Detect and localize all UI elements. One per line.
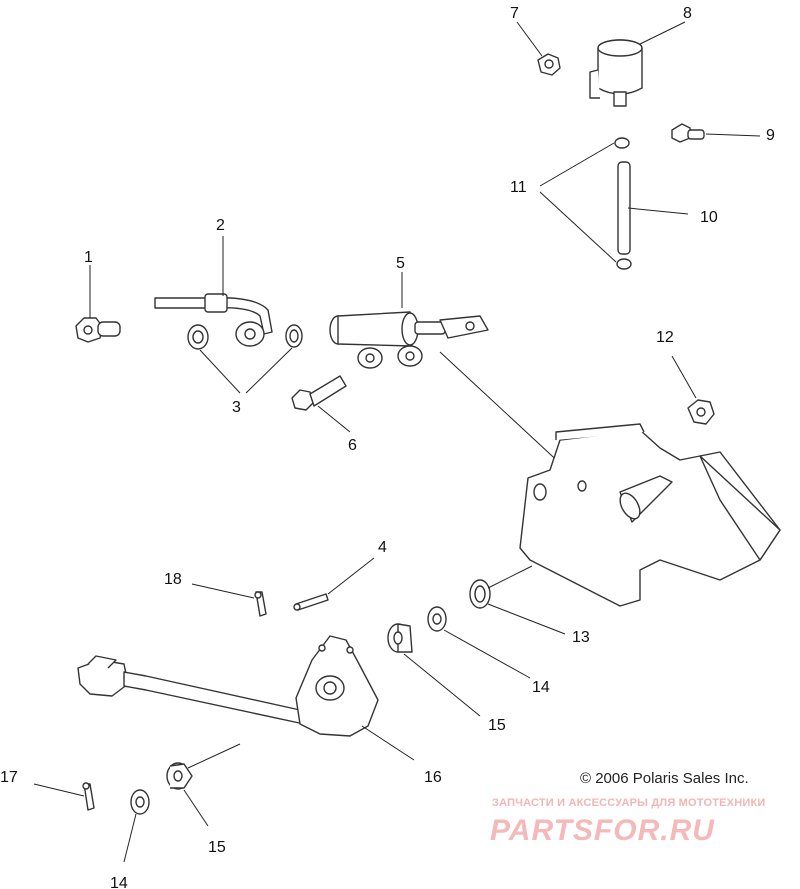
part-6-bolt — [291, 375, 347, 411]
part-2-brake-line — [154, 293, 273, 347]
callout-9: 9 — [766, 127, 775, 144]
leader-12 — [671, 355, 697, 399]
callout-17: 17 — [0, 769, 18, 786]
leader-9 — [705, 133, 761, 137]
callout-5: 5 — [396, 255, 405, 272]
callout-13: 13 — [572, 629, 590, 646]
leader-16 — [361, 725, 415, 761]
part-12-nut — [687, 399, 715, 425]
leader-8 — [639, 21, 686, 45]
mounting-bracket — [519, 423, 781, 607]
part-17-cotter-pin — [82, 782, 95, 811]
callout-7: 7 — [510, 5, 519, 22]
callout-15a: 15 — [488, 717, 506, 734]
part-7-nut — [537, 53, 561, 76]
part-11-clamps — [614, 137, 632, 270]
part-18-cotter-pin — [254, 591, 267, 617]
part-3-washers — [187, 324, 303, 350]
watermark-brand: PARTSFOR.RU — [490, 814, 715, 847]
part-13-clip — [469, 579, 491, 609]
part-1-banjo-bolt — [75, 317, 121, 343]
part-14b-washer — [130, 789, 150, 815]
callout-6: 6 — [348, 437, 357, 454]
callout-10: 10 — [700, 209, 718, 226]
watermark-tagline: ЗАПЧАСТИ И АКСЕССУАРЫ ДЛЯ МОТОТЕХНИКИ — [492, 797, 765, 809]
part-5-master-cylinder — [329, 311, 489, 369]
callout-14b: 14 — [110, 875, 128, 889]
part-16-brake-pedal — [77, 635, 379, 737]
callout-3: 3 — [232, 399, 241, 416]
leader-15b — [183, 789, 209, 827]
leader-14a — [443, 629, 531, 679]
leader-18 — [191, 583, 255, 599]
leader-6 — [317, 405, 351, 433]
copyright-text: © 2006 Polaris Sales Inc. — [580, 770, 749, 787]
leader-4 — [327, 557, 375, 595]
leader-3a — [199, 349, 241, 394]
callout-8: 8 — [683, 5, 692, 22]
part-9-bolt — [671, 123, 705, 143]
part-8-reservoir — [589, 39, 643, 107]
callout-14a: 14 — [532, 679, 550, 696]
leader-7 — [516, 21, 543, 57]
part-14a-washer — [427, 606, 447, 632]
leader-11a — [539, 142, 615, 187]
leader-13 — [487, 603, 566, 635]
leader-16b — [187, 743, 241, 769]
callout-18: 18 — [164, 571, 182, 588]
callout-16: 16 — [424, 769, 442, 786]
part-15b-bushing — [166, 762, 193, 790]
leader-3b — [245, 347, 293, 394]
part-4-pin — [293, 593, 329, 611]
part-15a-bushing — [387, 623, 413, 653]
leader-10 — [627, 207, 689, 215]
callout-1: 1 — [84, 249, 93, 266]
leader-11b — [539, 191, 617, 263]
leader-13b — [487, 565, 533, 589]
callout-11: 11 — [510, 179, 527, 196]
callout-2: 2 — [216, 217, 225, 234]
callout-4: 4 — [378, 539, 387, 556]
callout-15b: 15 — [208, 839, 226, 856]
leader-14b — [123, 813, 137, 863]
leader-17 — [33, 783, 85, 797]
leader-15a — [403, 653, 481, 717]
callout-12: 12 — [656, 329, 674, 346]
